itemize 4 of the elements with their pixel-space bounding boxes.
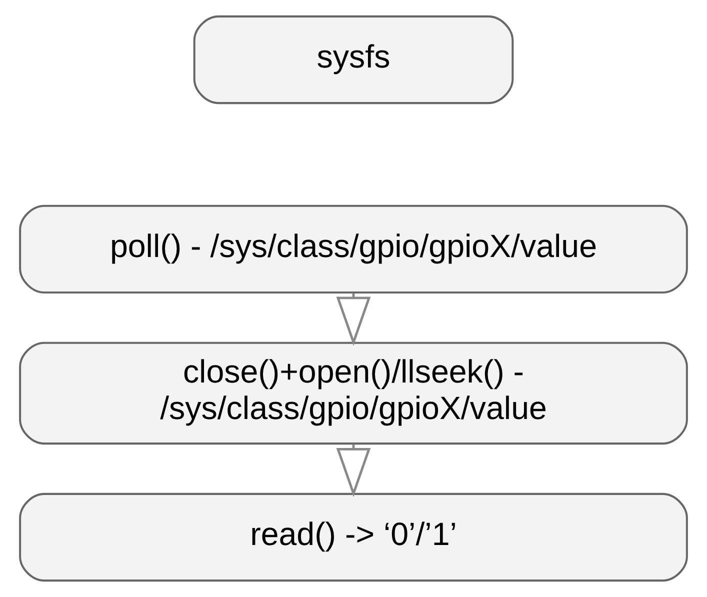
node-box: sysfs <box>193 15 514 104</box>
node-box: poll() - /sys/class/gpio/gpioX/value <box>19 204 688 294</box>
node-box: read() -> ‘0’/’1’ <box>19 492 688 582</box>
node-box: close()+open()/llseek() - /sys/class/gpio/gpioX/value <box>19 342 688 445</box>
